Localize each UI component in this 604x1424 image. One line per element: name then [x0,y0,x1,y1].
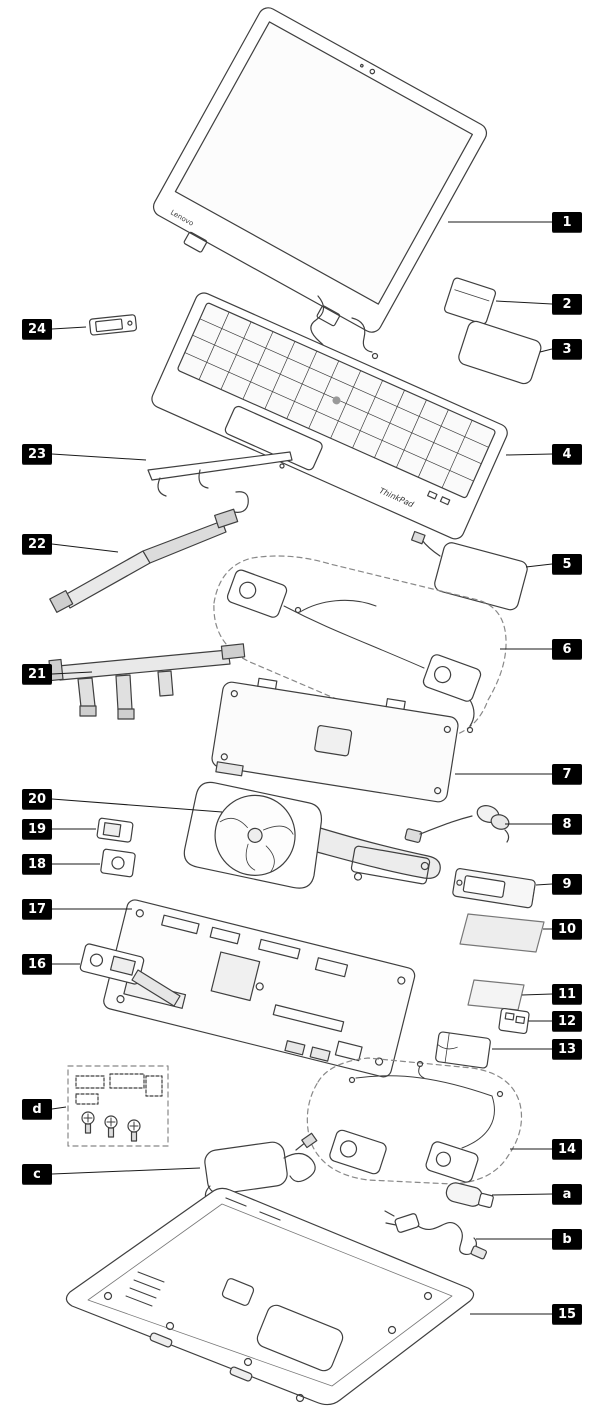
callout-3: 3 [552,339,582,360]
pad-part-5 [410,530,528,611]
callout-18: 18 [22,854,52,875]
leader-line-20 [51,798,223,813]
screw-kit-part [67,1065,169,1147]
callout-9: 9 [552,874,582,895]
leader-line-23 [51,453,147,461]
pad-part-10 [459,913,545,953]
callout-16: 16 [22,954,52,975]
sub-board-part-16 [79,943,181,1007]
ssd-part [452,868,536,909]
callout-5: 5 [552,554,582,575]
tray-part-24 [88,314,138,336]
leader-line-9 [535,883,553,886]
fan-part [183,781,441,889]
screw-icon [104,1115,118,1138]
callout-23: 23 [22,444,52,465]
pad-part-3 [458,320,542,385]
keyboard-bezel-part: ThinkPad [151,292,508,540]
callout-8: 8 [552,814,582,835]
callout-7: 7 [552,764,582,785]
leader-line-22 [51,543,119,553]
callout-a: a [552,1184,582,1205]
callout-19: 19 [22,819,52,840]
leader-line-c [51,1167,201,1175]
leader-line-a [491,1193,553,1196]
leader-line-2 [495,300,553,305]
card-part-2 [443,277,497,325]
bracket-part-19 [96,817,134,843]
callout-11: 11 [552,984,582,1005]
module-part-12 [498,1007,530,1035]
power-cord-part [384,1210,487,1260]
cable-part-22 [49,508,239,613]
callout-c: c [22,1164,52,1185]
callout-17: 17 [22,899,52,920]
battery-part [211,677,459,803]
wireless-card-part-13 [435,1031,491,1069]
callout-10: 10 [552,919,582,940]
leader-line-11 [521,993,553,996]
leader-line-24 [51,326,87,330]
callout-4: 4 [552,444,582,465]
callout-13: 13 [552,1039,582,1060]
speaker-assembly-part-6 [213,555,507,739]
base-cover-part [65,1187,475,1406]
bracket-part-23 [147,451,293,513]
usb-part-a [445,1182,494,1209]
leader-line-4 [505,453,553,456]
ac-adapter-part [204,1132,318,1208]
speaker-assembly-part-14 [306,1057,523,1185]
callout-6: 6 [552,639,582,660]
callout-22: 22 [22,534,52,555]
callout-b: b [552,1229,582,1250]
callout-14: 14 [552,1139,582,1160]
bracket-part-18 [100,848,136,878]
callout-24: 24 [22,319,52,340]
callout-20: 20 [22,789,52,810]
cable-part-8 [404,805,510,843]
lcd-unit-part: Lenovo [152,7,488,366]
screw-icon [127,1119,141,1142]
leader-line-3 [539,348,553,353]
callout-15: 15 [552,1304,582,1325]
leader-line-d [51,1106,67,1110]
leader-line-21 [51,671,93,675]
callout-d: d [22,1099,52,1120]
callout-2: 2 [552,294,582,315]
callout-1: 1 [552,212,582,233]
callout-21: 21 [22,664,52,685]
leader-line-5 [525,563,553,568]
screw-icon [81,1111,95,1134]
cable-part-21 [48,643,246,720]
callout-12: 12 [552,1011,582,1032]
